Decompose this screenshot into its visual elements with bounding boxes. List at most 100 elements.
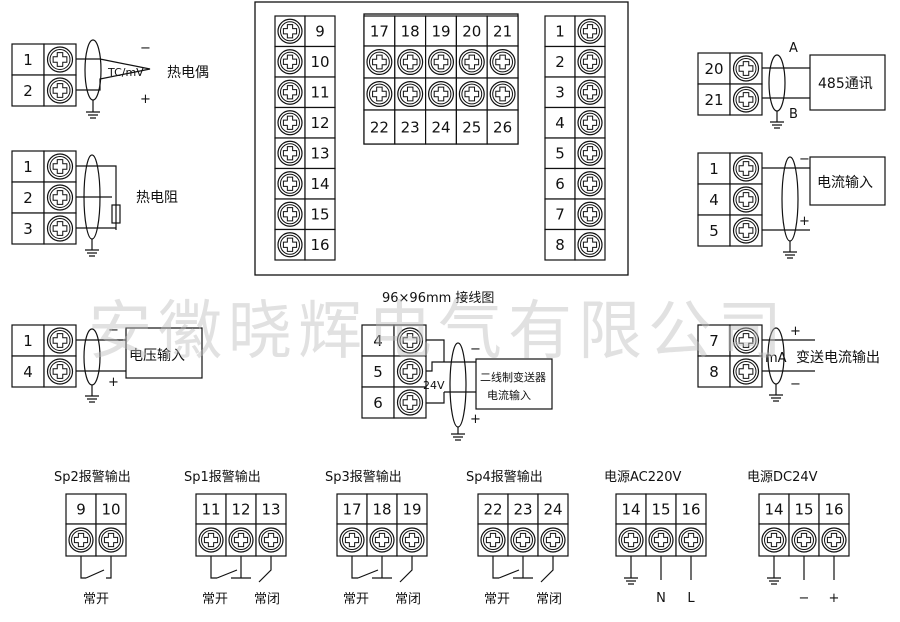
block-terminal-24: 24	[537, 493, 569, 525]
tw-screw-4	[393, 324, 427, 357]
terminal-number: 22	[370, 118, 389, 136]
rtd-screw-3	[43, 212, 77, 245]
vin-plus: +	[108, 375, 119, 390]
main-bottom-terminal-26: 26	[486, 109, 519, 145]
tout-screw-7	[729, 324, 763, 357]
block-terminal-22: 22	[477, 493, 509, 525]
contact-label: 常闭	[395, 592, 421, 607]
rs485-b: B	[789, 107, 798, 122]
terminal-number: 1	[23, 332, 33, 350]
screw-icon	[428, 48, 455, 75]
block-screw-15	[645, 523, 677, 557]
tw-label-2: 电流输入	[487, 388, 531, 402]
screw-icon	[46, 184, 74, 211]
terminal-number: 8	[555, 236, 565, 254]
screw-icon	[618, 527, 644, 553]
block-terminal-11: 11	[195, 493, 227, 525]
block-title: 电源AC220V	[604, 470, 682, 485]
terminal-number: 20	[462, 22, 481, 40]
cin-terminal-1: 1	[697, 152, 731, 185]
rs485-label: 485通讯	[818, 76, 873, 92]
rs485-screw-20	[729, 52, 763, 85]
rtd-terminal-1: 1	[11, 150, 45, 183]
terminal-number: 3	[23, 220, 33, 238]
block-screw-24	[537, 523, 569, 557]
tw-terminal-5: 5	[361, 355, 395, 388]
screw-icon	[577, 232, 603, 258]
terminal-number: 10	[310, 53, 329, 71]
main-left-screw-16	[274, 228, 306, 261]
tc-minus: −	[140, 41, 151, 56]
screw-icon	[489, 48, 516, 75]
screw-icon	[397, 80, 424, 107]
contact-label: 常开	[83, 592, 109, 607]
block-screw-15	[788, 523, 820, 557]
tout-screw-8	[729, 355, 763, 388]
terminal-number: 8	[709, 363, 719, 381]
main-left-screw-13	[274, 137, 306, 170]
main-right-terminal-1: 1	[544, 15, 576, 48]
block-terminal-18: 18	[366, 493, 398, 525]
tout-unit: mA	[765, 351, 787, 366]
tw-label-1: 二线制变送器	[480, 370, 546, 384]
screw-icon	[732, 217, 760, 244]
terminal-number: 5	[709, 222, 719, 240]
terminal-number: 13	[310, 145, 329, 163]
power-label: N	[656, 591, 666, 606]
contact-label: 常开	[484, 592, 510, 607]
block-screw-10	[95, 523, 127, 557]
cin-screw-1	[729, 152, 763, 185]
main-right-screw-7	[574, 198, 606, 231]
screw-icon	[46, 153, 74, 180]
terminal-number: 15	[794, 500, 813, 518]
screw-icon	[396, 389, 424, 416]
cin-wires	[762, 167, 810, 231]
block-screw-23	[507, 523, 539, 557]
main-right-screw-2	[574, 45, 606, 78]
screw-icon	[480, 527, 506, 553]
screw-icon	[732, 358, 760, 385]
screw-icon	[258, 527, 284, 553]
terminal-number: 10	[101, 500, 120, 518]
block-terminal-13: 13	[255, 493, 287, 525]
tout-terminal-8: 8	[697, 355, 731, 388]
main-top-terminal-21: 21	[486, 15, 519, 47]
vin-terminal-4: 4	[11, 355, 45, 388]
screw-icon	[540, 527, 566, 553]
rs485-a: A	[789, 41, 798, 56]
main-left-terminal-13: 13	[304, 137, 336, 170]
main-bottom-terminal-22: 22	[363, 109, 396, 145]
terminal-number: 11	[201, 500, 220, 518]
terminal-number: 16	[824, 500, 843, 518]
main-right-screw-4	[574, 106, 606, 139]
main-top-screw-18	[394, 45, 427, 79]
terminal-number: 16	[681, 500, 700, 518]
screw-icon	[399, 527, 425, 553]
tc-wires	[76, 58, 151, 91]
terminal-number: 14	[310, 175, 329, 193]
main-right-screw-5	[574, 137, 606, 170]
tw-screw-5	[393, 355, 427, 388]
terminal-number: 17	[342, 500, 361, 518]
rtd-terminal-2: 2	[11, 181, 45, 214]
terminal-number: 6	[373, 394, 383, 412]
main-left-terminal-12: 12	[304, 106, 336, 139]
cin-terminal-5: 5	[697, 214, 731, 247]
terminal-number: 26	[493, 118, 512, 136]
tc-terminal-2: 2	[11, 74, 45, 107]
block-terminal-15: 15	[788, 493, 820, 525]
contact-label: 常闭	[536, 592, 562, 607]
terminal-number: 12	[231, 500, 250, 518]
screw-icon	[732, 155, 760, 182]
terminal-number: 22	[483, 500, 502, 518]
terminal-number: 2	[23, 82, 33, 100]
cin-terminal-4: 4	[697, 183, 731, 216]
screw-icon	[821, 527, 847, 553]
rtd-label: 热电阻	[136, 190, 178, 206]
block-terminal-16: 16	[818, 493, 850, 525]
screw-icon	[277, 140, 303, 166]
screw-icon	[732, 186, 760, 213]
